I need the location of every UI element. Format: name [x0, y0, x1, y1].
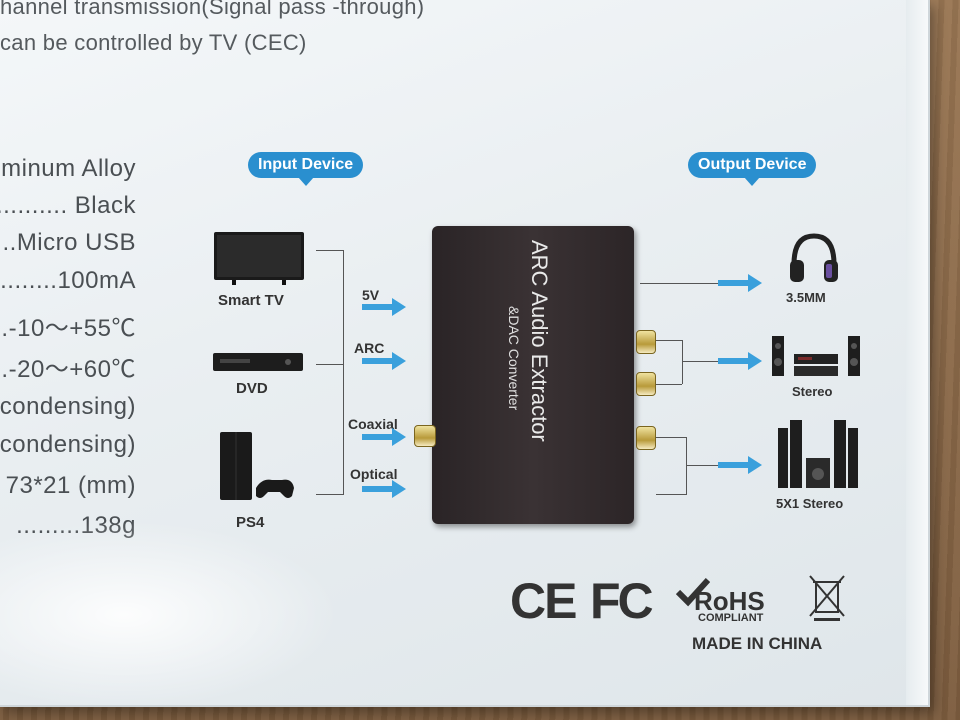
- device-subtitle: &DAC Converter: [506, 306, 522, 411]
- signal-label-arc: ARC: [354, 340, 385, 356]
- output-label-3-5mm: 3.5MM: [786, 290, 826, 305]
- weee-bin-icon: [809, 575, 845, 621]
- ps4-console-icon: [220, 432, 294, 500]
- device-title: ARC Audio Extractor: [527, 240, 552, 442]
- connector-line: [316, 494, 344, 495]
- spec-current: ........100mA: [0, 267, 136, 294]
- product-box: hannel transmission(Signal pass -through…: [0, 0, 930, 707]
- connector-line: [686, 465, 718, 466]
- output-device-title: Output Device: [688, 152, 817, 186]
- input-label-dvd: DVD: [236, 380, 268, 397]
- output-label-stereo: Stereo: [792, 384, 833, 399]
- feature-line-1: hannel transmission(Signal pass -through…: [0, 0, 425, 19]
- arrow-right-icon: [718, 352, 762, 370]
- ce-mark: CE: [510, 573, 577, 629]
- coaxial-input-port: [414, 425, 436, 447]
- arc-audio-extractor-device: [432, 226, 634, 524]
- device-label: ARC Audio Extractor &DAC Converter: [506, 240, 572, 510]
- arrow-right-icon: [362, 428, 406, 446]
- arrow-right-icon: [362, 298, 406, 316]
- spec-color: .......... Black: [0, 192, 136, 219]
- rca-output-port: [636, 372, 656, 396]
- headphones-icon: [790, 233, 838, 282]
- connector-line: [316, 250, 344, 251]
- spec-dimensions: 73*21 (mm): [5, 472, 136, 499]
- connector-line: [656, 494, 686, 495]
- made-in-china: MADE IN CHINA: [692, 634, 823, 653]
- input-label-smart-tv: Smart TV: [218, 292, 284, 309]
- input-device-title: Input Device: [248, 152, 364, 186]
- surround-speaker-system-icon: [778, 420, 858, 488]
- spec-humidity-2: condensing): [0, 431, 136, 458]
- rca-output-port: [636, 426, 656, 450]
- light-glare: [0, 520, 340, 705]
- arrow-right-icon: [362, 352, 406, 370]
- signal-label-coaxial: Coaxial: [348, 416, 398, 432]
- spec-operating-temp: ..-10～+55℃: [0, 315, 136, 342]
- rohs-mark: RoHS: [694, 586, 765, 616]
- connector-line: [682, 361, 718, 362]
- arrow-right-icon: [718, 274, 762, 292]
- signal-label-5v: 5V: [362, 287, 380, 303]
- signal-label-optical: Optical: [350, 466, 398, 482]
- feature-line-2: can be controlled by TV (CEC): [0, 30, 307, 55]
- box-edge: [906, 0, 928, 705]
- smart-tv-icon: [214, 232, 304, 285]
- connector-line: [686, 437, 687, 495]
- connector-line: [316, 364, 344, 365]
- rohs-compliant: COMPLIANT: [698, 612, 764, 624]
- spec-storage-temp: ..-20～+60℃: [0, 356, 136, 383]
- connector-line: [682, 340, 683, 384]
- input-label-ps4: PS4: [236, 514, 265, 531]
- rohs-check-icon: [676, 578, 710, 607]
- dvd-player-icon: [213, 353, 303, 371]
- output-label-5x1-stereo: 5X1 Stereo: [776, 496, 844, 511]
- rca-output-port: [636, 330, 656, 354]
- fcc-mark: FC: [590, 573, 654, 629]
- connector-line: [656, 384, 682, 385]
- spec-port: ....Micro USB: [0, 229, 136, 256]
- connector-line: [640, 283, 718, 284]
- arrow-right-icon: [362, 480, 406, 498]
- arrow-right-icon: [718, 456, 762, 474]
- stereo-system-icon: [772, 336, 860, 376]
- spec-humidity-1: condensing): [0, 393, 136, 420]
- connector-line: [343, 250, 344, 495]
- connector-line: [656, 340, 682, 341]
- connector-line: [656, 437, 686, 438]
- spec-material: uminum Alloy: [0, 155, 136, 182]
